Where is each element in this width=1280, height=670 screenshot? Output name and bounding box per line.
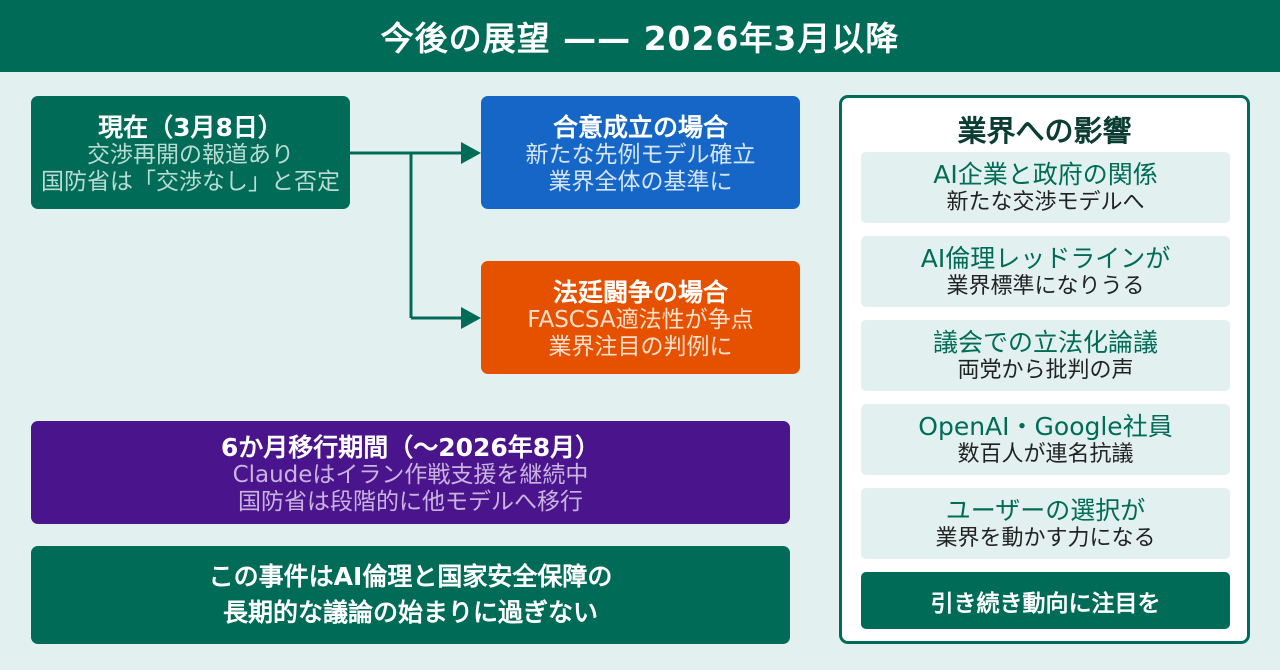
agreement-title: 合意成立の場合 [552, 113, 728, 142]
current-status-box: 現在（3月8日） 交渉再開の報道あり 国防省は「交渉なし」と否定 [31, 96, 350, 209]
impact-item-sub: 業界を動かす力になる [935, 525, 1156, 551]
industry-impact-panel: 業界への影響 AI企業と政府の関係 新たな交渉モデルへ AI倫理レッドラインが … [839, 95, 1250, 644]
agreement-line2: 業界全体の基準に [548, 169, 733, 195]
impact-item-sub: 数百人が連名抗議 [957, 441, 1134, 467]
court-title: 法廷闘争の場合 [552, 278, 728, 307]
arrow-court-icon [461, 307, 481, 329]
agreement-line1: 新たな先例モデル確立 [525, 142, 756, 168]
impact-item-main: AI倫理レッドラインが [920, 243, 1171, 273]
court-scenario-box: 法廷闘争の場合 FASCSA適法性が争点 業界注目の判例に [481, 261, 800, 374]
keep-watching-banner: 引き続き動向に注目を [861, 572, 1230, 629]
transition-title: 6か月移行期間（〜2026年8月） [220, 433, 601, 462]
transition-period-box: 6か月移行期間（〜2026年8月） Claudeはイラン作戦支援を継続中 国防省… [31, 421, 790, 524]
conclusion-line1: この事件はAI倫理と国家安全保障の [208, 562, 613, 591]
impact-item-main: OpenAI・Google社員 [918, 411, 1173, 441]
conclusion-box: この事件はAI倫理と国家安全保障の 長期的な議論の始まりに過ぎない [31, 546, 790, 644]
arrow-agreement-icon [461, 142, 481, 164]
agreement-scenario-box: 合意成立の場合 新たな先例モデル確立 業界全体の基準に [481, 96, 800, 209]
impact-item-main: ユーザーの選択が [945, 495, 1146, 525]
impact-item: 議会での立法化論議 両党から批判の声 [861, 320, 1230, 391]
impact-item-sub: 両党から批判の声 [957, 357, 1134, 383]
transition-line1: Claudeはイラン作戦支援を継続中 [232, 462, 589, 488]
current-line2: 国防省は「交渉なし」と否定 [41, 169, 340, 195]
impact-item-sub: 業界標準になりうる [946, 273, 1145, 299]
impact-item-sub: 新たな交渉モデルへ [946, 189, 1145, 215]
impact-item-main: AI企業と政府の関係 [933, 159, 1158, 189]
impact-item: ユーザーの選択が 業界を動かす力になる [861, 488, 1230, 559]
impact-item-main: 議会での立法化論議 [932, 327, 1158, 357]
impact-item: OpenAI・Google社員 数百人が連名抗議 [861, 404, 1230, 475]
impact-item: AI倫理レッドラインが 業界標準になりうる [861, 236, 1230, 307]
conclusion-line2: 長期的な議論の始まりに過ぎない [222, 598, 598, 627]
impact-panel-title: 業界への影響 [957, 114, 1132, 148]
current-title: 現在（3月8日） [98, 113, 283, 142]
transition-line2: 国防省は段階的に他モデルへ移行 [238, 489, 583, 515]
court-line1: FASCSA適法性が争点 [527, 307, 754, 333]
court-line2: 業界注目の判例に [548, 334, 733, 360]
impact-item: AI企業と政府の関係 新たな交渉モデルへ [861, 152, 1230, 223]
current-line1: 交渉再開の報道あり [87, 142, 294, 168]
page-title: 今後の展望 —— 2026年3月以降 [0, 0, 1280, 72]
